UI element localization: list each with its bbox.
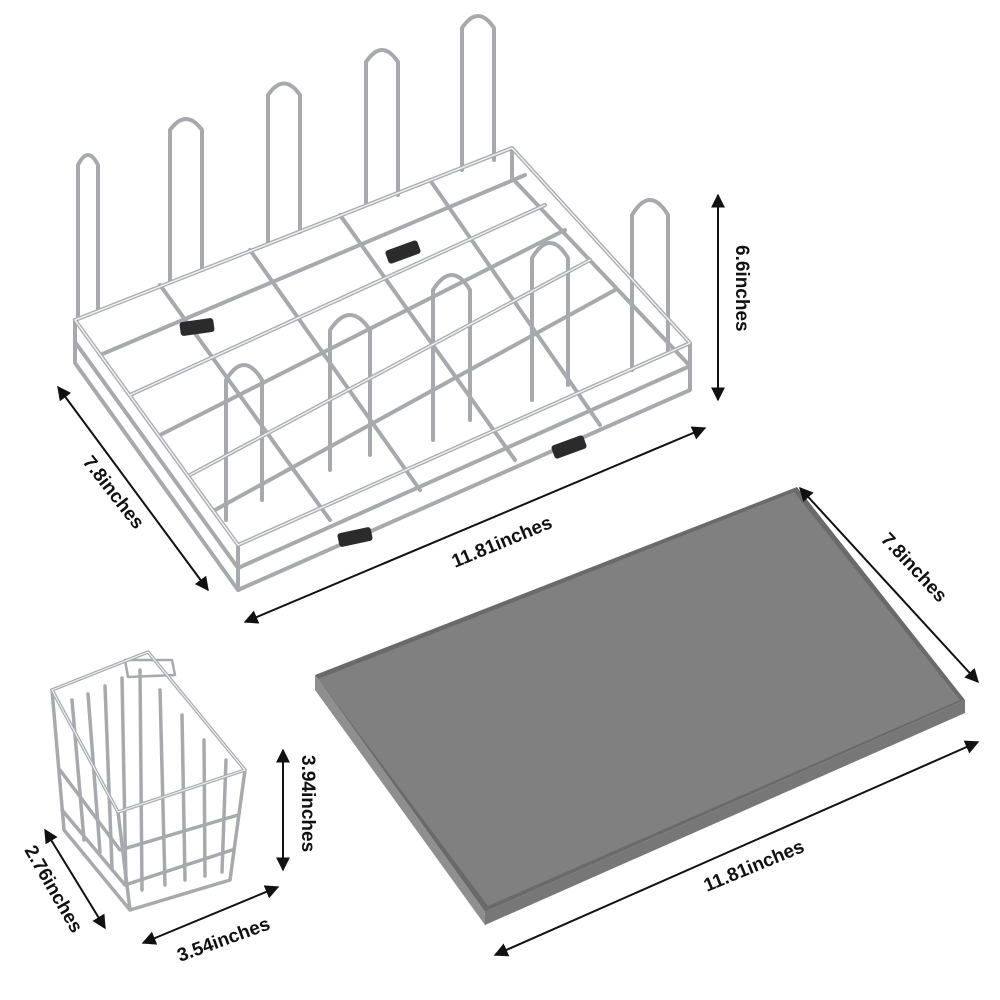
- rack-frame-top: [73, 146, 692, 547]
- label-rack-height: 6.6inches: [731, 245, 752, 332]
- label-caddy-height: 3.94inches: [297, 755, 318, 852]
- arrow-rack-width: [243, 426, 707, 624]
- drip-mat: [315, 487, 965, 925]
- label-mat-width: 11.81inches: [701, 836, 808, 896]
- arrow-mat-depth: [799, 486, 979, 684]
- arrow-rack-depth: [57, 385, 209, 592]
- utensil-caddy: [50, 650, 247, 912]
- caddy-highlights: [51, 651, 247, 813]
- dish-rack: [73, 14, 692, 592]
- label-rack-depth: 7.8inches: [78, 452, 148, 533]
- mat-side-left: [315, 675, 485, 925]
- dimension-arrows: [44, 193, 980, 957]
- arrow-caddy-width: [141, 885, 280, 945]
- label-mat-depth: 7.8inches: [876, 529, 950, 607]
- label-caddy-depth: 2.76inches: [20, 842, 87, 937]
- label-rack-width: 11.81inches: [449, 512, 556, 572]
- rack-frame-side: [73, 318, 692, 592]
- arrow-mat-width: [493, 740, 980, 957]
- label-caddy-width: 3.54inches: [175, 914, 273, 967]
- arrow-caddy-depth: [44, 828, 106, 930]
